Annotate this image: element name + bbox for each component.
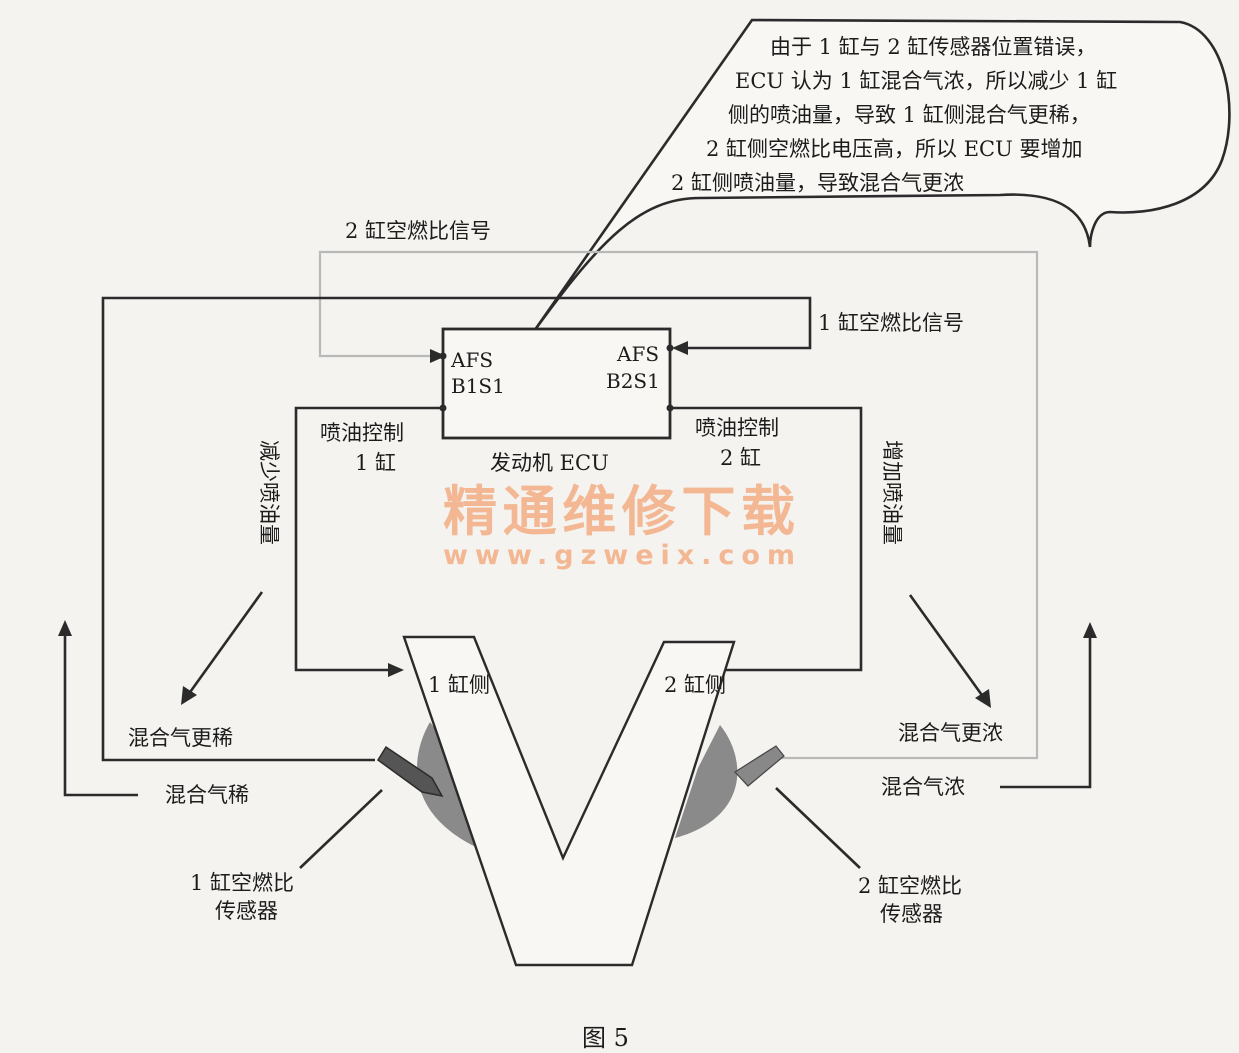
callout-bubble — [530, 18, 1231, 335]
ecu-port-left-line2: B1S1 — [451, 374, 505, 398]
sensor-cyl2-label-line2: 传感器 — [880, 902, 943, 926]
cyl1-signal-arrowhead — [672, 341, 688, 355]
mixture-richer-label: 混合气更浓 — [898, 721, 1003, 745]
sensor-cyl1-probe — [376, 745, 444, 798]
port-dot-b1s1 — [439, 352, 447, 360]
inject-arrow-cyl1 — [388, 663, 404, 677]
cyl2-signal-arrowhead — [430, 349, 446, 363]
inject-right-line1: 喷油控制 — [695, 416, 779, 440]
inject-right-line2: 2 缸 — [720, 446, 761, 470]
inject-line-cyl2 — [660, 406, 863, 672]
ecu-name: 发动机 ECU — [490, 451, 609, 475]
mixture-rich-label: 混合气浓 — [881, 775, 965, 799]
ecu-port-right-line1: AFS — [616, 342, 659, 366]
inject-left-line1: 喷油控制 — [320, 421, 404, 445]
bank-right-label: 2 缸侧 — [664, 673, 726, 697]
callout-line-3: 侧的喷油量，导致 1 缸侧混合气更稀， — [728, 103, 1091, 127]
arrow-leaner-line — [186, 591, 264, 696]
callout-line-4: 2 缸侧空燃比电压高，所以 ECU 要增加 — [706, 137, 1082, 161]
sensor-cyl2-pointer — [775, 787, 861, 869]
mixture-leaner-label: 混合气更稀 — [128, 726, 233, 750]
callout-text: 由于 1 缸与 2 缸传感器位置错误， ECU 认为 1 缸混合气浓，所以减少 … — [671, 35, 1117, 195]
callout-line-1: 由于 1 缸与 2 缸传感器位置错误， — [770, 35, 1096, 59]
ecu-port-right-line2: B2S1 — [606, 369, 660, 393]
fuel-increase-label: 增加喷油量 — [880, 440, 904, 545]
v-engine-shape — [402, 635, 736, 967]
cyl2-signal-label: 2 缸空燃比信号 — [345, 219, 491, 243]
arrow-leaner-head — [181, 686, 197, 705]
sensor-cyl2-blob — [675, 725, 738, 838]
cyl1-signal-line — [101, 296, 812, 762]
sensor-cyl2-probe — [734, 745, 785, 787]
lean-feedback-arrowhead — [58, 620, 72, 636]
sensor-cyl1-label-line2: 传感器 — [215, 899, 278, 923]
sensor-cyl2-label-line1: 2 缸空燃比 — [858, 874, 962, 898]
callout-line-2: ECU 认为 1 缸混合气浓，所以减少 1 缸 — [735, 69, 1117, 93]
sensor-cyl1-pointer — [299, 789, 383, 869]
rich-feedback-arrowhead — [1083, 622, 1097, 638]
cyl2-signal-line — [318, 250, 1039, 760]
watermark-title: 精通维修下载 — [443, 480, 795, 543]
sensor-cyl1-blob — [417, 722, 478, 848]
watermark-url: www.gzweix.com — [443, 540, 795, 571]
bank-left-label: 1 缸侧 — [428, 673, 490, 697]
fuel-decrease-label: 减少喷油量 — [257, 440, 281, 545]
ecu-port-left-line1: AFS — [450, 348, 493, 372]
cyl1-signal-label: 1 缸空燃比信号 — [818, 311, 964, 335]
inject-left-line2: 1 缸 — [355, 451, 396, 475]
arrow-richer-line — [908, 594, 986, 699]
figure-caption: 图 5 — [582, 1024, 629, 1052]
rich-feedback-line — [1000, 630, 1092, 789]
callout-line-5: 2 缸侧喷油量，导致混合气更浓 — [671, 171, 964, 195]
inject-line-cyl1 — [294, 406, 443, 672]
ecu-box — [441, 327, 672, 440]
lean-feedback-line — [63, 628, 138, 797]
mixture-lean-label: 混合气稀 — [165, 783, 249, 807]
sensor-cyl1-label-line1: 1 缸空燃比 — [190, 871, 294, 895]
port-dot-b2s1 — [666, 344, 674, 352]
arrow-richer-head — [975, 689, 991, 708]
